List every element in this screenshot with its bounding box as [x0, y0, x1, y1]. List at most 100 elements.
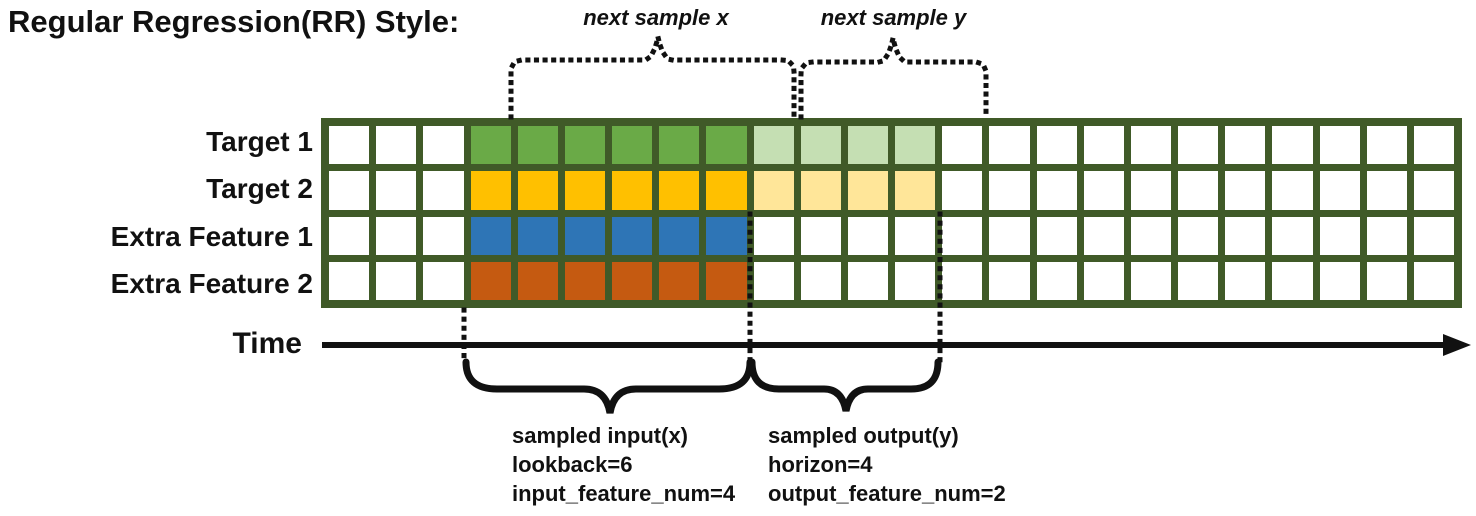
input-feature-num-value: input_feature_num=4	[512, 481, 736, 506]
grid-cell	[517, 171, 558, 210]
grid-cell	[423, 171, 464, 210]
grid-cell	[847, 261, 888, 300]
grid-cell	[1130, 216, 1171, 255]
output-feature-num-value: output_feature_num=2	[768, 481, 1006, 506]
grid-cell	[706, 216, 747, 255]
grid-cell	[1366, 171, 1407, 210]
grid-cell	[517, 126, 558, 165]
grid-cell	[470, 171, 511, 210]
grid-cell	[329, 261, 370, 300]
grid-cell	[659, 171, 700, 210]
grid-cell	[517, 261, 558, 300]
grid-cell	[1225, 126, 1266, 165]
grid-cell	[329, 216, 370, 255]
row-label-extra-feature-1: Extra Feature 1	[110, 221, 313, 252]
grid-cell	[1036, 216, 1077, 255]
grid-cell	[753, 261, 794, 300]
grid-cell	[564, 171, 605, 210]
grid-cell	[1366, 216, 1407, 255]
grid-cell	[753, 171, 794, 210]
grid-cell	[800, 261, 841, 300]
grid-cell	[847, 171, 888, 210]
time-axis-arrowhead	[1443, 334, 1471, 356]
grid-cell	[1413, 171, 1454, 210]
grid-cell	[847, 216, 888, 255]
next-sample-x-brace	[508, 36, 797, 120]
grid-cell	[564, 261, 605, 300]
grid-cell	[612, 261, 653, 300]
grid-cell	[895, 216, 936, 255]
time-axis-label: Time	[232, 327, 302, 360]
grid-cell	[564, 216, 605, 255]
grid-cell	[376, 261, 417, 300]
grid-cell	[376, 171, 417, 210]
grid-cell	[659, 126, 700, 165]
lookback-value: lookback=6	[512, 452, 633, 477]
grid-cell	[470, 216, 511, 255]
grid-cell	[659, 261, 700, 300]
next-sample-y-label: next sample y	[820, 5, 967, 30]
grid-cell	[1272, 171, 1313, 210]
grid-cell	[1178, 261, 1219, 300]
grid-cell	[989, 216, 1030, 255]
grid-cell	[1225, 261, 1266, 300]
row-label-target-1: Target 1	[206, 126, 313, 157]
sample-grid	[321, 118, 1462, 308]
grid-cell	[1083, 126, 1124, 165]
grid-cell	[1319, 171, 1360, 210]
grid-cell	[1130, 171, 1171, 210]
grid-cell	[753, 126, 794, 165]
grid-cell	[423, 216, 464, 255]
grid-cell	[895, 126, 936, 165]
grid-cell	[470, 261, 511, 300]
grid-cell	[612, 126, 653, 165]
row-label-target-2: Target 2	[206, 173, 313, 204]
grid-cell	[942, 126, 983, 165]
grid-cell	[1272, 261, 1313, 300]
grid-cell	[1083, 216, 1124, 255]
grid-cell	[1036, 171, 1077, 210]
grid-cell	[612, 216, 653, 255]
sampled-output-note: sampled output(y) horizon=4 output_featu…	[768, 421, 1006, 508]
sampled-output-brace	[748, 358, 942, 412]
grid-cell	[1130, 126, 1171, 165]
grid-cell	[376, 126, 417, 165]
next-sample-x-label: next sample x	[583, 5, 729, 30]
grid-cell	[1366, 261, 1407, 300]
grid-cell	[1036, 261, 1077, 300]
grid-cell	[564, 126, 605, 165]
grid-cell	[800, 216, 841, 255]
grid-cell	[1178, 126, 1219, 165]
grid-cell	[423, 126, 464, 165]
grid-cell	[1272, 126, 1313, 165]
grid-cell	[1083, 171, 1124, 210]
grid-cell	[1083, 261, 1124, 300]
grid-cell	[942, 216, 983, 255]
grid-cell	[1036, 126, 1077, 165]
grid-cell	[989, 261, 1030, 300]
grid-cell	[895, 171, 936, 210]
sampled-input-brace	[462, 358, 754, 414]
grid-cell	[800, 171, 841, 210]
grid-cell	[1319, 216, 1360, 255]
grid-cell	[753, 216, 794, 255]
grid-cell	[1413, 216, 1454, 255]
grid-cell	[423, 261, 464, 300]
horizon-value: horizon=4	[768, 452, 873, 477]
grid-cell	[847, 126, 888, 165]
grid-cell	[1225, 216, 1266, 255]
grid-cell	[1225, 171, 1266, 210]
grid-cell	[1272, 216, 1313, 255]
grid-cell	[800, 126, 841, 165]
grid-cell	[1178, 216, 1219, 255]
grid-cell	[1366, 126, 1407, 165]
row-label-extra-feature-2: Extra Feature 2	[110, 268, 313, 299]
grid-cell	[989, 171, 1030, 210]
grid-cell	[329, 126, 370, 165]
grid-cell	[895, 261, 936, 300]
grid-cell	[706, 171, 747, 210]
grid-cell	[517, 216, 558, 255]
diagram-title: Regular Regression(RR) Style:	[8, 4, 460, 39]
grid-cell	[942, 261, 983, 300]
